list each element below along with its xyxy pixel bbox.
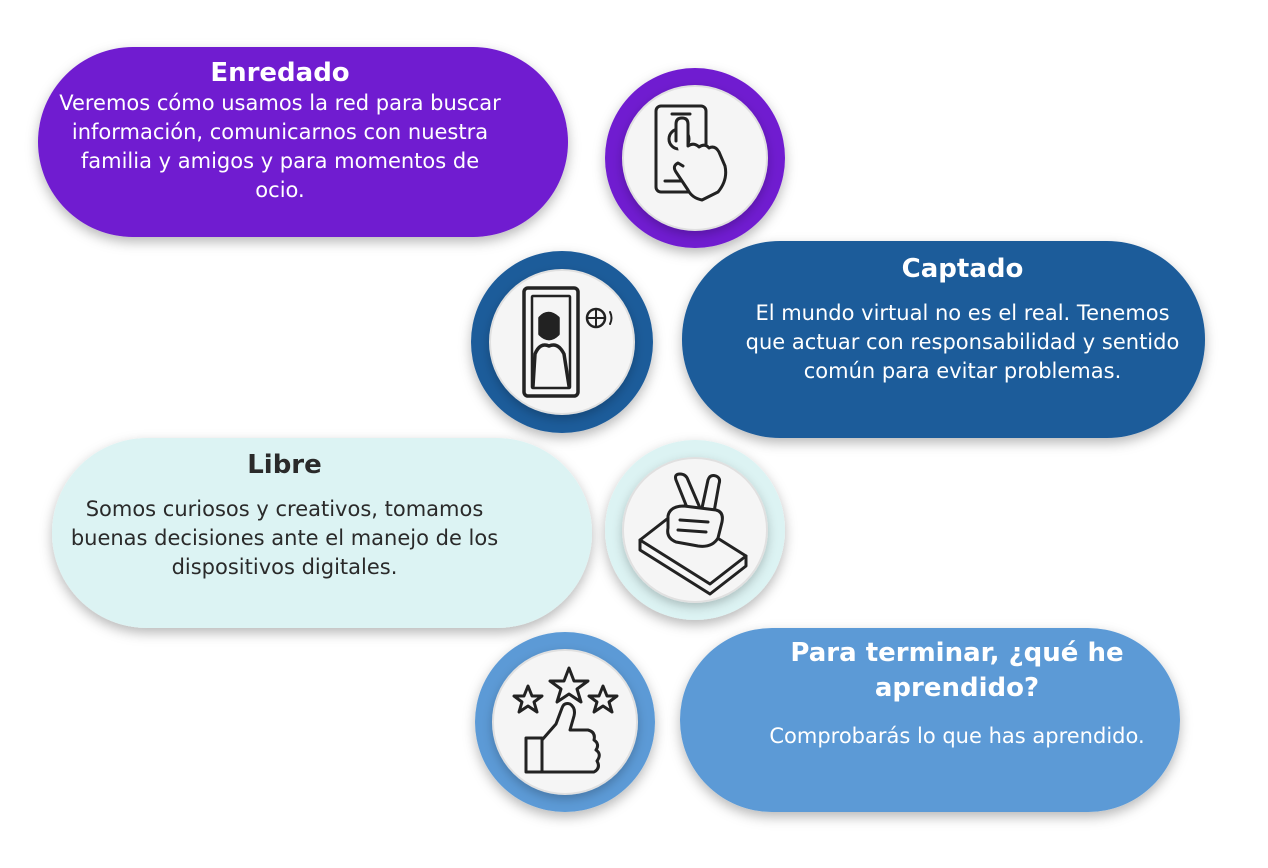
step-4-pill xyxy=(680,628,1180,812)
step-2-shape xyxy=(471,241,1205,438)
video-call-person-icon xyxy=(522,286,613,398)
step-3-pill xyxy=(52,438,592,628)
phone-touch-icon xyxy=(654,104,728,202)
step-1-shape xyxy=(38,47,785,248)
step-description: Comprobarás lo que has aprendido. xyxy=(769,724,1145,748)
step-description: El mundo virtual no es el real. Tenemos … xyxy=(745,301,1180,384)
step-libre: Libre Somos curiosos y creativos, tomamo… xyxy=(62,450,507,582)
step-2-pill xyxy=(682,241,1205,438)
step-2-icon-disc xyxy=(489,269,635,415)
peace-hand-phone-icon xyxy=(638,472,748,596)
step-title: Para terminar, ¿qué he aprendido? xyxy=(790,638,1124,703)
step-para-terminar: Para terminar, ¿qué he aprendido? Compro… xyxy=(752,636,1162,751)
step-description: Somos curiosos y creativos, tomamos buen… xyxy=(70,497,499,580)
step-1-pill xyxy=(38,47,568,237)
step-description: Veremos cómo usamos la red para buscar i… xyxy=(59,91,501,203)
step-title: Captado xyxy=(901,254,1024,284)
thumbs-up-stars-icon xyxy=(512,666,619,774)
step-title: Libre xyxy=(247,450,322,480)
step-title: Enredado xyxy=(210,58,350,88)
step-captado: Captado El mundo virtual no es el real. … xyxy=(735,254,1190,386)
step-enredado: Enredado Veremos cómo usamos la red para… xyxy=(55,58,505,205)
